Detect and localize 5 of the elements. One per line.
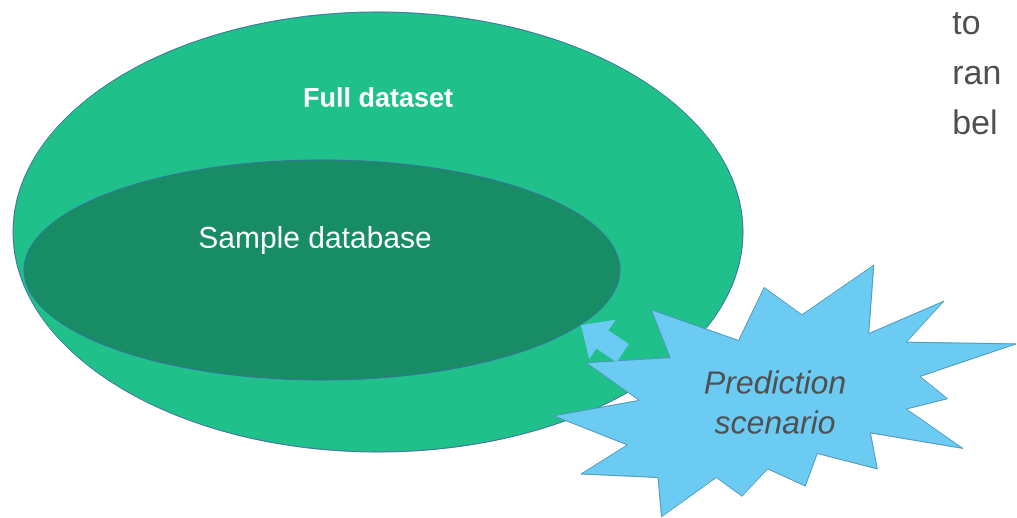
text-fragment: ran bbox=[954, 65, 1000, 85]
ellipse-label: Sample database bbox=[199, 226, 431, 254]
text-fragment: to bbox=[952, 12, 980, 35]
text-fragment: bel bbox=[954, 109, 996, 135]
heading: Full dataset bbox=[304, 87, 453, 107]
